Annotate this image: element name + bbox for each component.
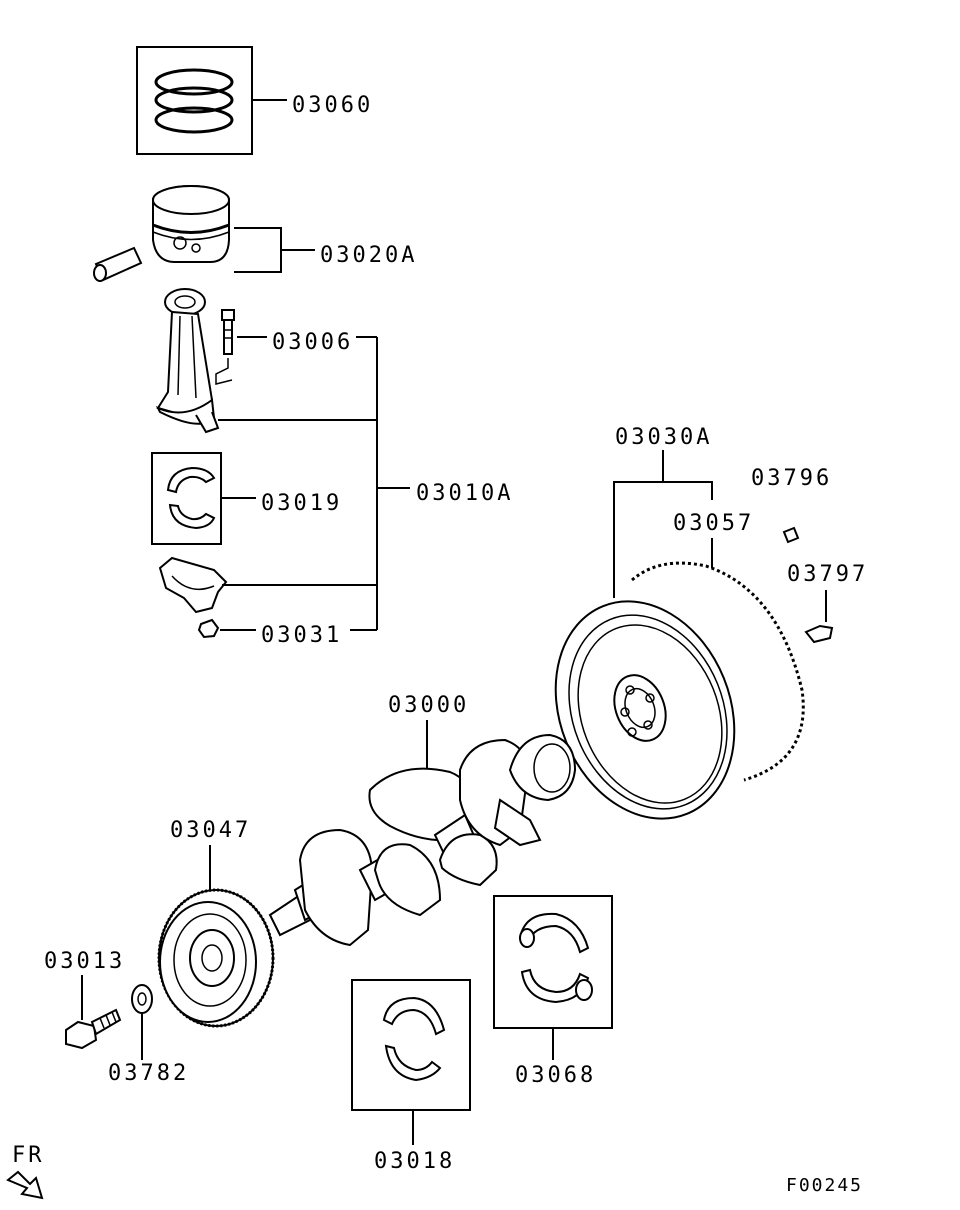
part-label-03060[interactable]: 03060 bbox=[292, 93, 373, 118]
main-bearing-frame bbox=[351, 979, 471, 1111]
part-label-03047[interactable]: 03047 bbox=[170, 818, 251, 843]
crankshaft-group[interactable]: 03000 bbox=[268, 693, 577, 947]
piston-group[interactable]: 03020A bbox=[93, 185, 417, 282]
part-label-03018[interactable]: 03018 bbox=[374, 1149, 455, 1174]
conrod-bearing-drawing bbox=[166, 466, 216, 530]
crankshaft-drawing bbox=[268, 733, 577, 947]
part-label-03031[interactable]: 03031 bbox=[261, 623, 342, 648]
crank-pulley-drawing bbox=[157, 888, 275, 1028]
part-label-03010A[interactable]: 03010A bbox=[416, 481, 513, 506]
part-label-03782[interactable]: 03782 bbox=[108, 1061, 189, 1086]
part-label-03006[interactable]: 03006 bbox=[272, 330, 353, 355]
front-direction-marker: FR bbox=[6, 1143, 45, 1200]
piston-pin-drawing bbox=[93, 246, 143, 282]
figure-id: F00245 bbox=[786, 1175, 863, 1196]
bracket-03030A bbox=[613, 481, 713, 598]
part-label-03019[interactable]: 03019 bbox=[261, 491, 342, 516]
crank-pulley-group[interactable]: 03047 bbox=[157, 818, 275, 1028]
part-label-03797[interactable]: 03797 bbox=[787, 562, 868, 587]
conrod-nut-drawing bbox=[197, 618, 220, 639]
piston-rings-drawing bbox=[154, 68, 234, 134]
part-label-03013[interactable]: 03013 bbox=[44, 949, 125, 974]
pulley-bolt-group[interactable]: 03013 bbox=[44, 949, 125, 1050]
part-label-03000[interactable]: 03000 bbox=[388, 693, 469, 718]
main-bearing-group[interactable]: 03018 bbox=[351, 979, 471, 1174]
dowel-pin-drawing bbox=[782, 526, 800, 544]
pulley-washer-group[interactable]: 03782 bbox=[108, 984, 189, 1086]
part-label-03796[interactable]: 03796 bbox=[751, 466, 832, 491]
conrod-bolt-drawing bbox=[215, 309, 235, 385]
main-bearing-thrust-group[interactable]: 03068 bbox=[493, 895, 613, 1088]
flywheel-drawing bbox=[554, 600, 736, 820]
pulley-washer-drawing bbox=[131, 984, 153, 1014]
flywheel-group[interactable]: 03030A 03057 03796 03797 bbox=[524, 425, 868, 846]
part-label-03030A[interactable]: 03030A bbox=[615, 425, 712, 450]
pulley-bolt-drawing bbox=[65, 1008, 122, 1050]
front-arrow-icon bbox=[6, 1170, 44, 1200]
main-bearing-drawing bbox=[382, 996, 446, 1082]
ring-gear-drawing bbox=[631, 561, 805, 782]
flywheel-bolt-drawing bbox=[804, 590, 834, 644]
conrod-bearing-frame bbox=[151, 452, 222, 545]
conrod-drawing bbox=[155, 288, 220, 434]
piston-drawing bbox=[152, 185, 230, 263]
part-label-03020A[interactable]: 03020A bbox=[320, 243, 417, 268]
conrod-cap-drawing bbox=[158, 556, 228, 614]
main-bearing-thrust-drawing bbox=[518, 912, 593, 1004]
part-label-03057[interactable]: 03057 bbox=[673, 511, 754, 536]
conrod-assembly-group[interactable]: 03006 03010A 03019 03031 bbox=[151, 288, 513, 648]
piston-ring-set-frame bbox=[136, 46, 253, 155]
direction-label: FR bbox=[12, 1143, 45, 1168]
part-label-03068[interactable]: 03068 bbox=[515, 1063, 596, 1088]
bracket-03020A bbox=[234, 227, 282, 273]
piston-ring-set-group[interactable]: 03060 bbox=[136, 46, 373, 155]
